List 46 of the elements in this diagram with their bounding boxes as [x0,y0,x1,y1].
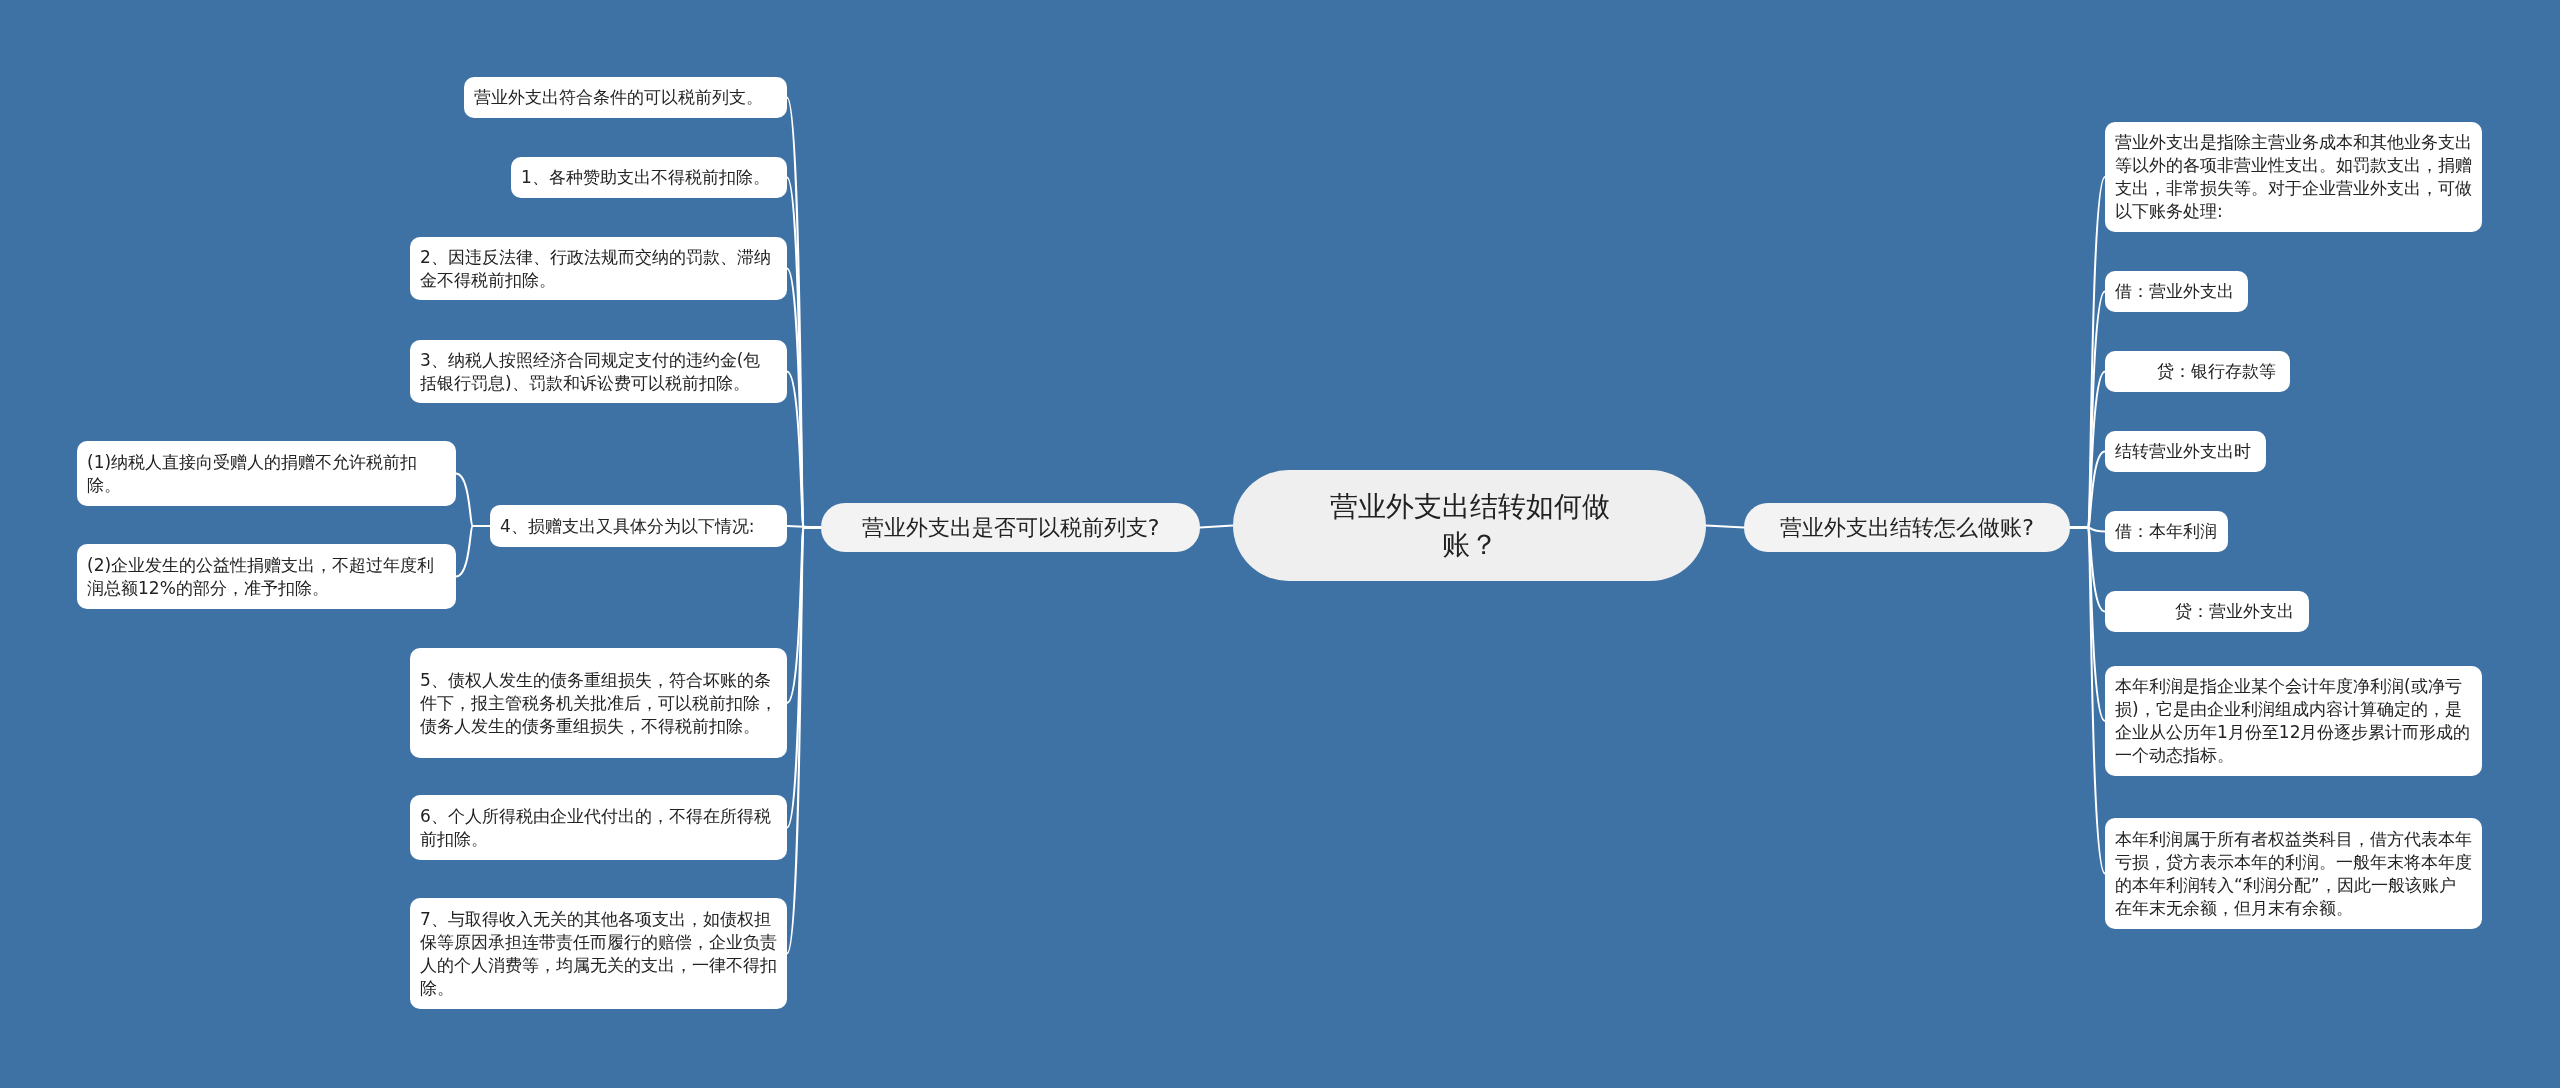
branch-topic [821,503,1200,552]
topic-text: (1)纳税人直接向受赠人的捐赠不允许税前扣除。 [87,450,419,497]
connector-line [455,525,491,578]
topic-text: 本年利润是指企业某个会计年度净利润(或净亏损)，它是由企业利润组成内容计算确定的，是企业从公历年1月份至12月份逐步累计而形成的一个动态指标。 [2115,675,2472,767]
topic-box [2105,271,2248,312]
topic-box [511,157,787,198]
topic-box [2105,511,2228,552]
connector-line [1199,524,1234,529]
connector-line [2069,526,2106,875]
topic-text: 借：本年利润 [2115,520,2217,543]
topic-box [77,544,456,609]
topic-box [410,648,787,758]
topic-box [2105,666,2482,776]
topic-box [2105,122,2482,232]
topic-box [410,898,787,1009]
topic-text: 结转营业外支出时 [2115,440,2251,463]
connector-line [1705,524,1745,529]
topic-text: 7、与取得收入无关的其他各项支出，如债权担保等原因承担连带责任而履行的赔偿，企业负责人的个人消费等，均属无关的支出，一律不得扣除。 [420,907,777,1000]
topic-box [410,795,787,860]
topic-text: 营业外支出结转怎么做账? [1780,513,2034,542]
topic-text: 1、各种赞助支出不得税前扣除。 [521,166,770,189]
topic-text: (2)企业发生的公益性捐赠支出，不超过年度利润总额12%的部分，准予扣除。 [87,553,436,600]
topic-text: 营业外支出是指除主营业务成本和其他业务支出等以外的各项非营业性支出。如罚款支出，捐赠支出，非常损失等。对于企业营业外支出，可做以下账务处理: [2115,131,2472,223]
topic-text: 营业外支出是否可以税前列支? [861,513,1160,542]
topic-box [2105,818,2482,929]
topic-text: 贷：银行存款等 [2157,360,2276,383]
topic-text: 6、个人所得税由企业代付出的，不得在所得税前扣除。 [420,804,772,851]
topic-text: 3、纳税人按照经济合同规定支付的违约金(包括银行罚息)、罚款和诉讼费可以税前扣除。 [420,348,762,395]
topic-text: 贷：营业外支出 [2175,600,2294,623]
topic-text: 4、损赠支出又具体分为以下情况: [500,514,755,538]
topic-text: 2、因违反法律、行政法规而交纳的罚款、滞纳金不得税前扣除。 [420,245,772,292]
branch-topic [1744,503,2070,552]
topic-text: 5、债权人发生的债务重组损失，符合坏账的条件下，报主管税务机关批准后，可以税前扣除，债务人发生的债务重组损失，不得税前扣除。 [420,668,777,738]
topic-box [410,237,787,300]
topic-box [2105,431,2266,472]
topic-text: 借：营业外支出 [2115,280,2234,303]
topic-box [490,505,787,547]
topic-text: 营业外支出符合条件的可以税前列支。 [474,86,763,109]
topic-text: 营业外支出结转如何做账？ [1328,488,1611,563]
connector-line [786,525,822,529]
topic-box [2105,591,2309,632]
topic-box [410,340,787,403]
topic-box [77,441,456,506]
topic-text: 本年利润属于所有者权益类科目，借方代表本年亏损，贷方表示本年的利润。一般年末将本年度的本年利润转入“利润分配”，因此一般该账户在年末无余额，但月末有余额。 [2115,827,2472,920]
topic-box [464,77,787,118]
topic-box [2105,351,2290,392]
